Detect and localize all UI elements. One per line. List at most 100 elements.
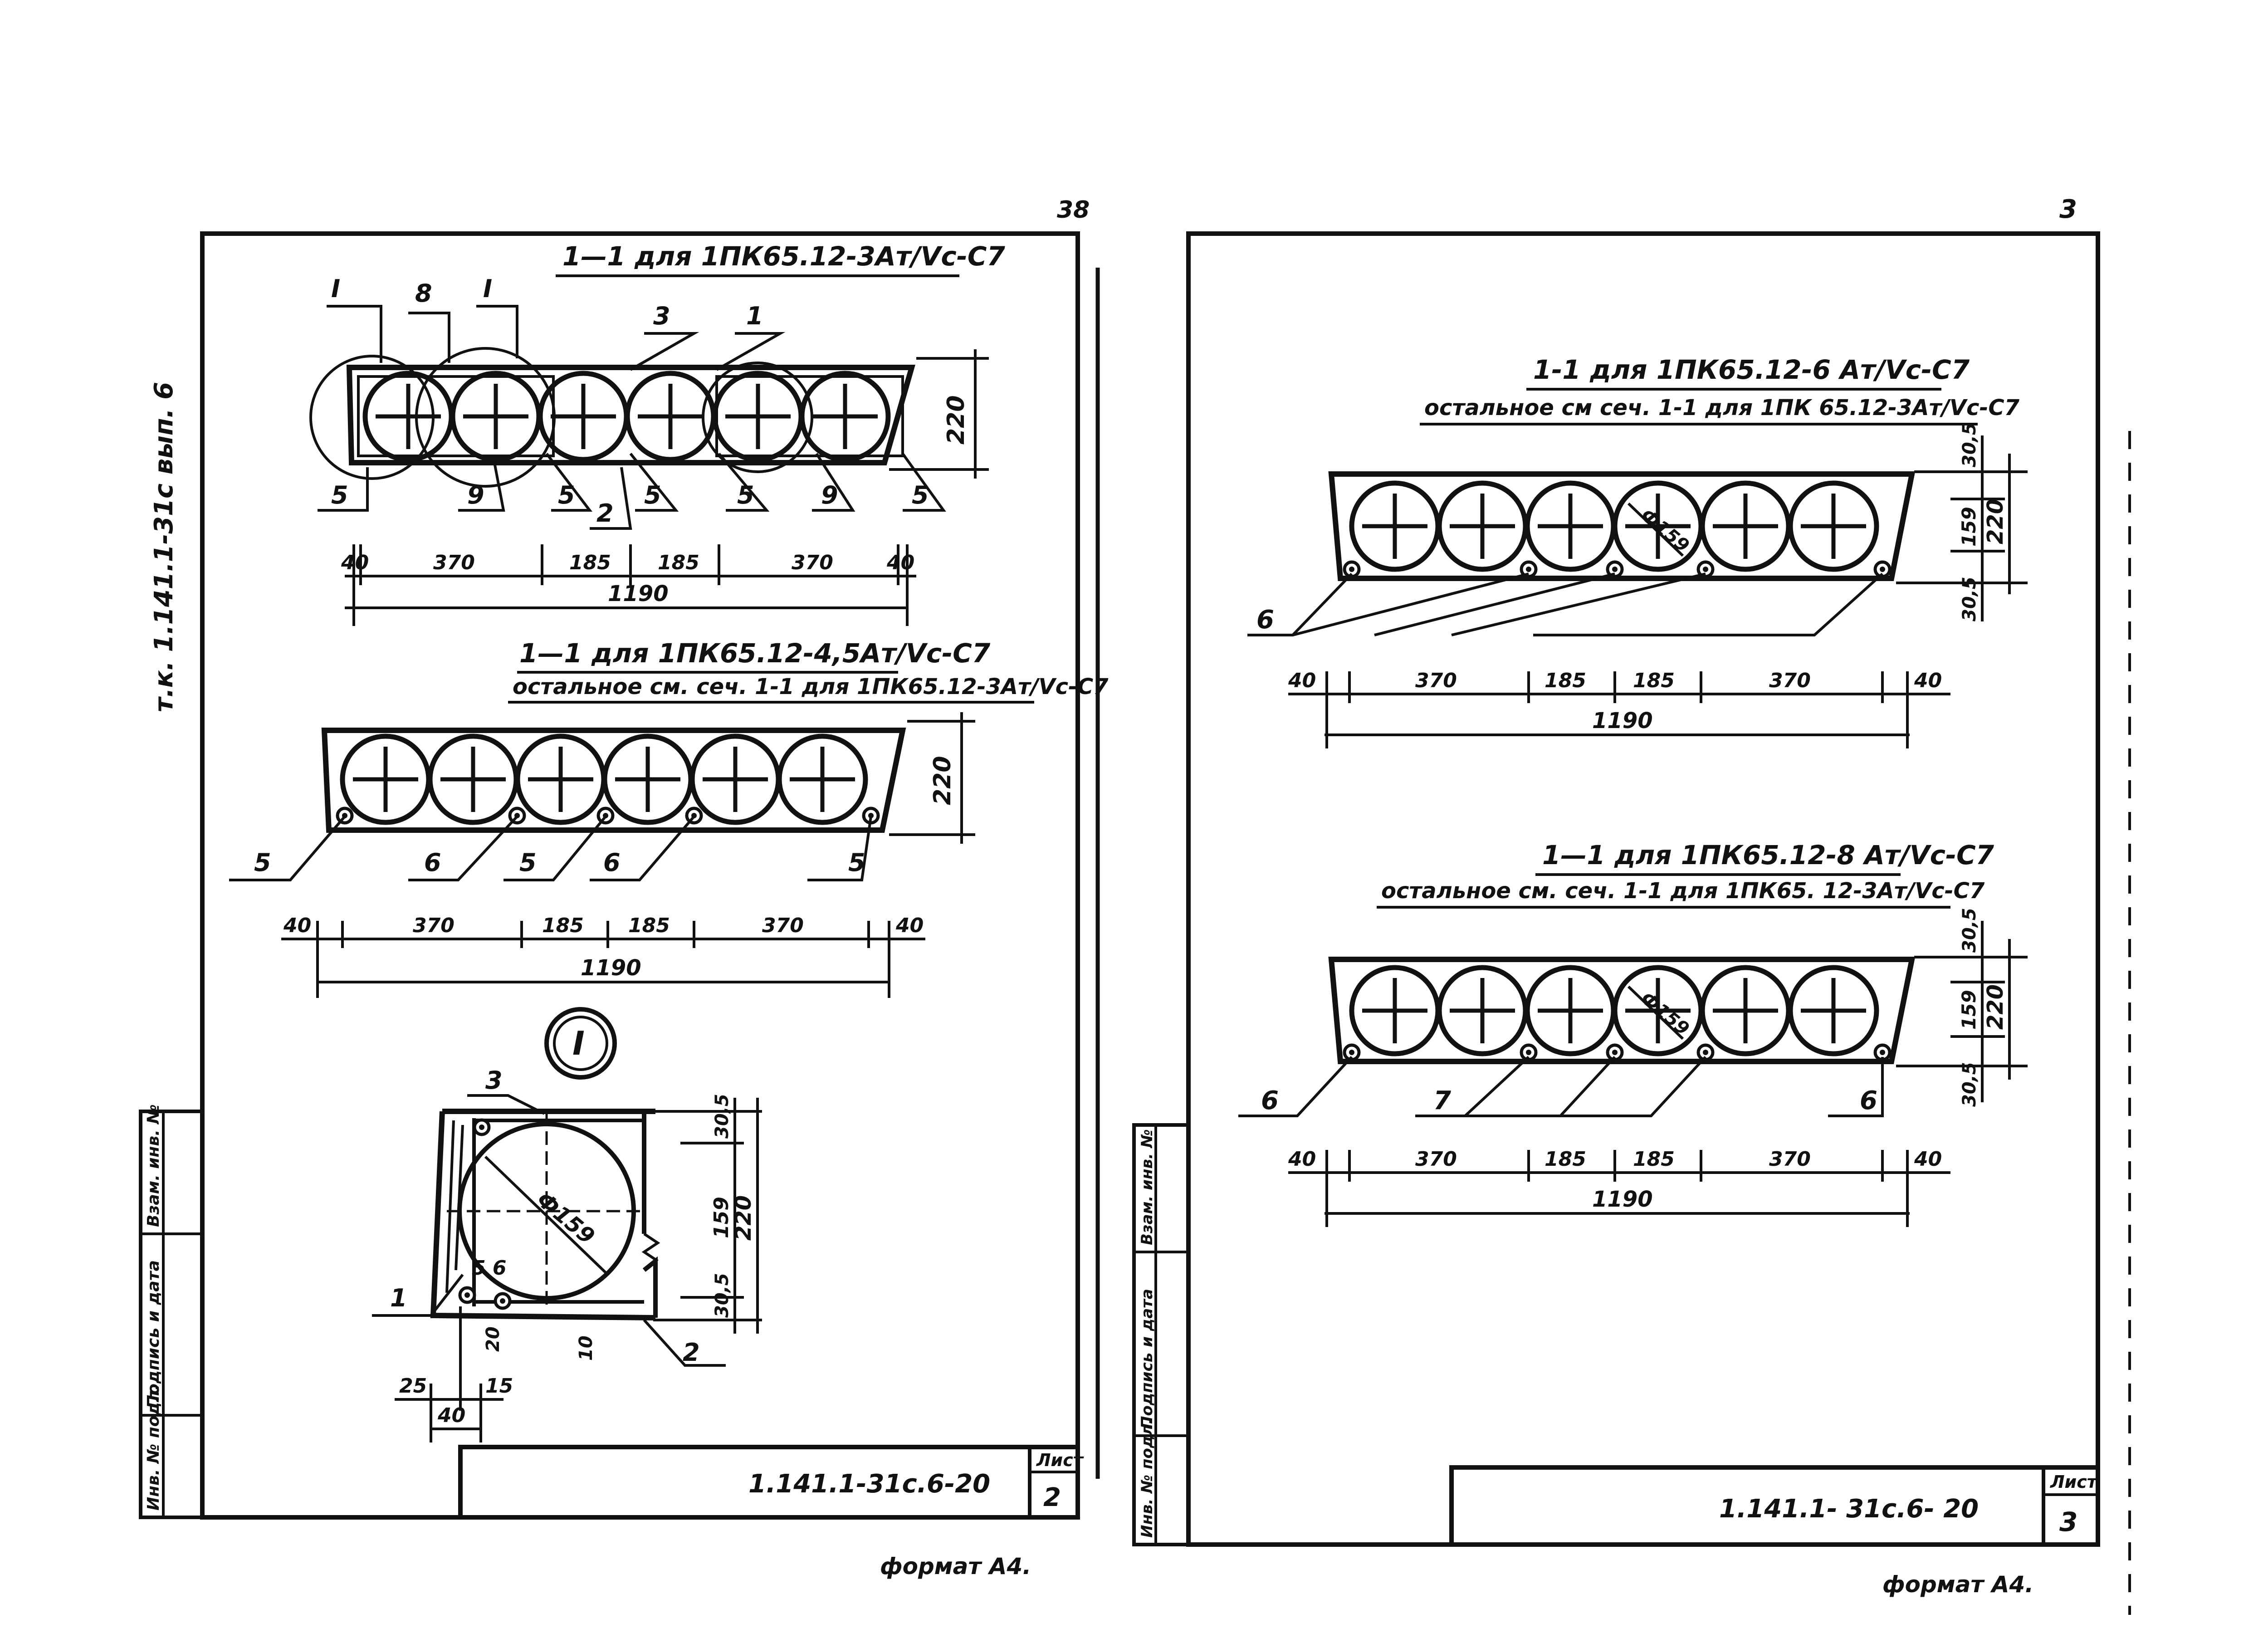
total-a: 1190	[608, 581, 669, 606]
right-page-number: 3	[2059, 195, 2077, 224]
dim-v-d-0: 30,5	[1959, 908, 1980, 953]
detail-dim-v-1: 159	[710, 1197, 733, 1238]
section-b-slab	[321, 728, 906, 833]
dims-c: 40 370 185 185 370 40 1190	[1288, 669, 1950, 748]
left-stamp-sheet-label: Лист	[1036, 1450, 1084, 1470]
callout-a-top-4: 1	[746, 302, 763, 330]
callout-a-bottom-4: 5	[644, 481, 661, 509]
callout-a-top-2: I	[483, 274, 492, 303]
right-stamp-label-2: Взам. инв. №	[1138, 1129, 1156, 1245]
right-format: формат А4.	[1882, 1571, 2033, 1598]
detail-dim-20: 20	[483, 1326, 503, 1352]
dim-b-1: 370	[413, 914, 455, 937]
left-side-text: т.к. 1.141.1-31с вып. 6	[149, 382, 179, 712]
detail-callout-2: 5 6	[472, 1257, 507, 1280]
dim-d-1: 370	[1415, 1148, 1457, 1171]
callout-a-bottom-6: 9	[821, 481, 838, 509]
section-c-note: остальное см сеч. 1-1 для 1ПК 65.12-3Ат/…	[1424, 395, 2020, 421]
callout-d-1: 7	[1433, 1086, 1451, 1115]
dim-c-5: 40	[1914, 669, 1942, 692]
detail-diameter: Ф159	[532, 1187, 599, 1249]
detail-callout-1: 1	[390, 1284, 407, 1312]
left-stamp-label-2: Взам. инв. №	[144, 1104, 163, 1227]
right-stamp-sheet-no: 3	[2059, 1506, 2077, 1537]
right-stamp-sheet-label: Лист	[2050, 1472, 2098, 1492]
height-a: 220	[943, 395, 970, 445]
left-stamp-label-0: Инв. № подл.	[144, 1384, 163, 1511]
section-d-note: остальное см. сеч. 1-1 для 1ПК65. 12-3Ат…	[1381, 878, 1985, 904]
callout-a-bottom-2: 5	[558, 481, 575, 509]
left-stamp-sheet-no: 2	[1043, 1483, 1061, 1512]
left-stamp-label-1: Подпись и дата	[144, 1260, 163, 1408]
detail-dim-h-2: 40	[437, 1404, 465, 1427]
dim-d-0: 40	[1288, 1148, 1316, 1171]
right-stamp-label-1: Подпись и дата	[1138, 1289, 1156, 1429]
left-stamp-strip: Инв. № подл. Подпись и дата Взам. инв. №	[139, 1104, 204, 1519]
left-title-block: 1.141.1-31с.6-20 Лист 2	[458, 1445, 1084, 1520]
detail-dim-v-2: 30,5	[712, 1273, 733, 1318]
dim-c-2: 185	[1545, 669, 1586, 692]
dim-d-2: 185	[1545, 1148, 1586, 1171]
dim-d-3: 185	[1633, 1148, 1675, 1171]
detail-drawing: Ф159 3 1 5 6 2 30,5 159 30,5 220 10 20 2…	[372, 1066, 762, 1442]
right-stamp-strip: Инв. № подл. Подпись и дата Взам. инв. №	[1132, 1123, 1190, 1546]
total-d: 1190	[1592, 1187, 1653, 1212]
section-d-slab: Ф159	[1328, 957, 1916, 1064]
total-b: 1190	[581, 955, 641, 981]
detail-dim-total: 220	[731, 1195, 756, 1241]
dims-a: 40 370 185 185 370 40 1190	[341, 544, 916, 626]
callout-b-0: 5	[254, 848, 271, 877]
left-sheet: 38 т.к. 1.141.1-31с вып. 6 1—1 для 1ПК65…	[139, 196, 1109, 1579]
dim-b-3: 185	[628, 914, 670, 937]
detail-marker: I	[544, 1007, 617, 1080]
section-d-title: 1—1 для 1ПК65.12-8 Ат/Vс-С7	[1542, 840, 1994, 870]
height-b: 220	[929, 756, 956, 805]
dim-c-4: 370	[1769, 669, 1811, 692]
callout-d-0: 6	[1261, 1086, 1279, 1115]
diameter-d: Ф159	[1637, 988, 1693, 1039]
dim-v-d-1: 159	[1958, 990, 1980, 1030]
callout-a-top-1: 8	[415, 279, 432, 308]
dim-b-5: 40	[895, 914, 924, 937]
dim-b-0: 40	[283, 914, 311, 937]
dims-v-d: 30,5 159 30,5 220	[1896, 908, 2028, 1107]
detail-callout-3: 2	[683, 1338, 700, 1367]
dim-a-4: 370	[792, 551, 833, 574]
dims-b: 40 370 185 185 370 40 1190	[281, 914, 925, 998]
section-c-slab: Ф159	[1328, 471, 1916, 581]
left-format: формат А4.	[880, 1553, 1031, 1579]
detail-dim-h-0: 25	[399, 1374, 427, 1398]
dim-v-d-2: 30,5	[1959, 1062, 1980, 1107]
dims-v-c: 30,5 159 30,5 220	[1896, 422, 2028, 621]
dim-b-4: 370	[762, 914, 804, 937]
dim-a-1: 370	[433, 551, 475, 574]
dim-c-0: 40	[1288, 669, 1316, 692]
section-a-slab	[309, 347, 915, 488]
right-title-block: 1.141.1- 31с.6- 20 Лист 3	[1449, 1465, 2100, 1547]
dim-b-2: 185	[542, 914, 584, 937]
callout-a-bottom-3: 2	[596, 499, 614, 528]
dims-d: 40 370 185 185 370 40 1190	[1288, 1148, 1950, 1227]
dim-v-c-1: 159	[1958, 507, 1980, 547]
callout-b-2: 5	[519, 848, 537, 877]
right-stamp-label-0: Инв. № подл.	[1138, 1418, 1156, 1538]
detail-dim-10: 10	[576, 1335, 596, 1361]
callout-a-bottom-1: 9	[467, 481, 484, 509]
section-a-title: 1—1 для 1ПК65.12-3Ат/Vс-С7	[562, 241, 1005, 272]
right-sheet: 3 1-1 для 1ПК65.12-6 Ат/Vс-С7 остальное …	[1132, 195, 2131, 1615]
section-b-note: остальное см. сеч. 1-1 для 1ПК65.12-3Ат/…	[513, 674, 1109, 699]
total-v-d: 220	[1983, 984, 2008, 1030]
detail-callout-0: 3	[485, 1066, 503, 1095]
dim-d-4: 370	[1769, 1148, 1811, 1171]
detail-dim-h-1: 15	[485, 1374, 513, 1398]
callout-d-2: 6	[1860, 1086, 1877, 1115]
dim-v-c-0: 30,5	[1959, 422, 1980, 467]
section-c-title: 1-1 для 1ПК65.12-6 Ат/Vс-С7	[1533, 354, 1970, 385]
dim-a-5: 40	[886, 551, 914, 574]
dim-d-5: 40	[1914, 1148, 1942, 1171]
dim-a-3: 185	[658, 551, 699, 574]
left-page-number: 38	[1057, 196, 1090, 224]
callout-b-3: 6	[603, 848, 621, 877]
dim-c-3: 185	[1633, 669, 1675, 692]
